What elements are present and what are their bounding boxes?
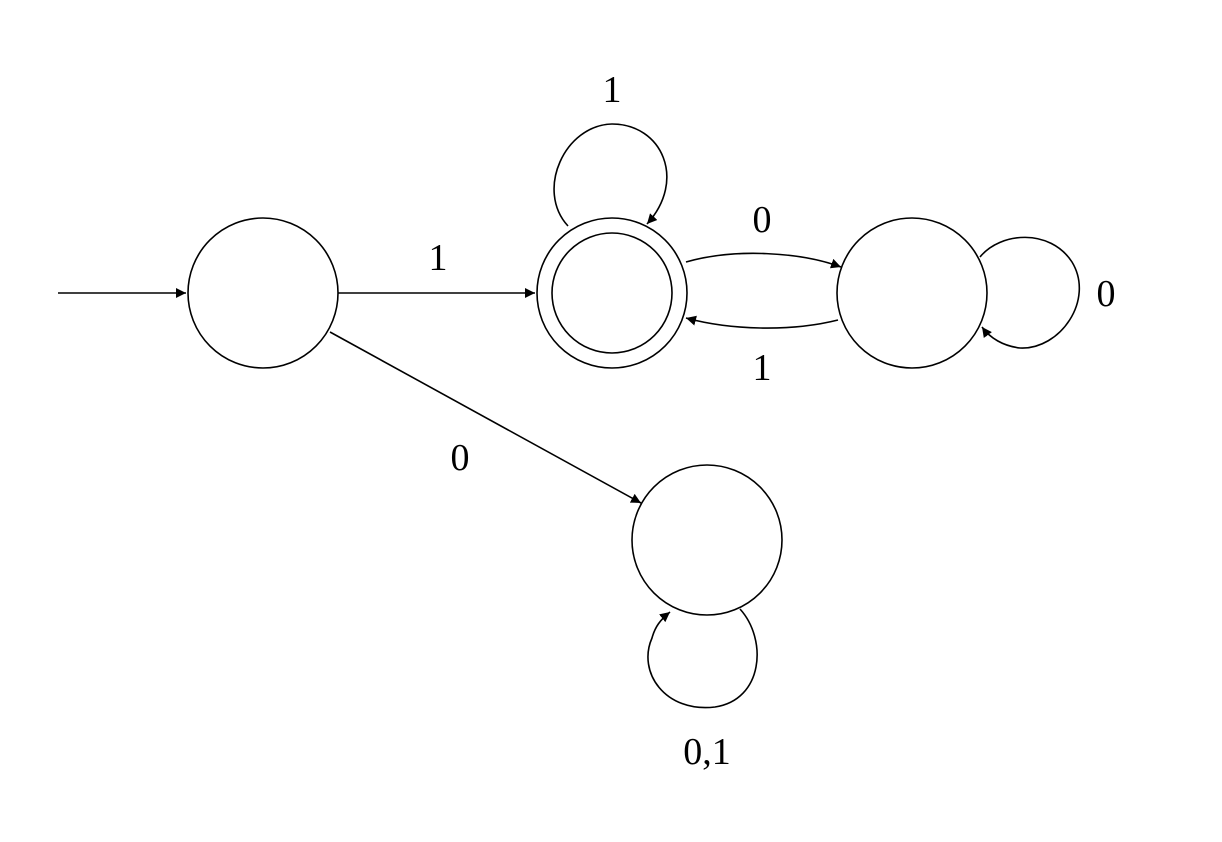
edge-trap-self-loop — [647, 608, 758, 709]
label-accept-to-right: 0 — [753, 199, 772, 241]
edge-accept-to-right — [685, 252, 842, 269]
label-start-to-accept: 1 — [429, 237, 448, 279]
edge-right-to-accept — [685, 315, 839, 329]
state-start — [187, 217, 339, 369]
state-accept-inner-ring — [551, 232, 673, 354]
state-accept — [536, 217, 688, 369]
label-start-to-trap: 0 — [451, 437, 470, 479]
label-right-self-loop: 0 — [1097, 273, 1116, 315]
state-right — [836, 217, 988, 369]
label-trap-self-loop: 0,1 — [683, 731, 731, 773]
label-accept-self-loop: 1 — [603, 69, 622, 111]
edge-right-self-loop — [979, 236, 1081, 349]
edge-start-to-trap — [329, 331, 642, 504]
edge-accept-self-loop — [553, 123, 668, 227]
label-right-to-accept: 1 — [753, 347, 772, 389]
state-trap — [631, 464, 783, 616]
